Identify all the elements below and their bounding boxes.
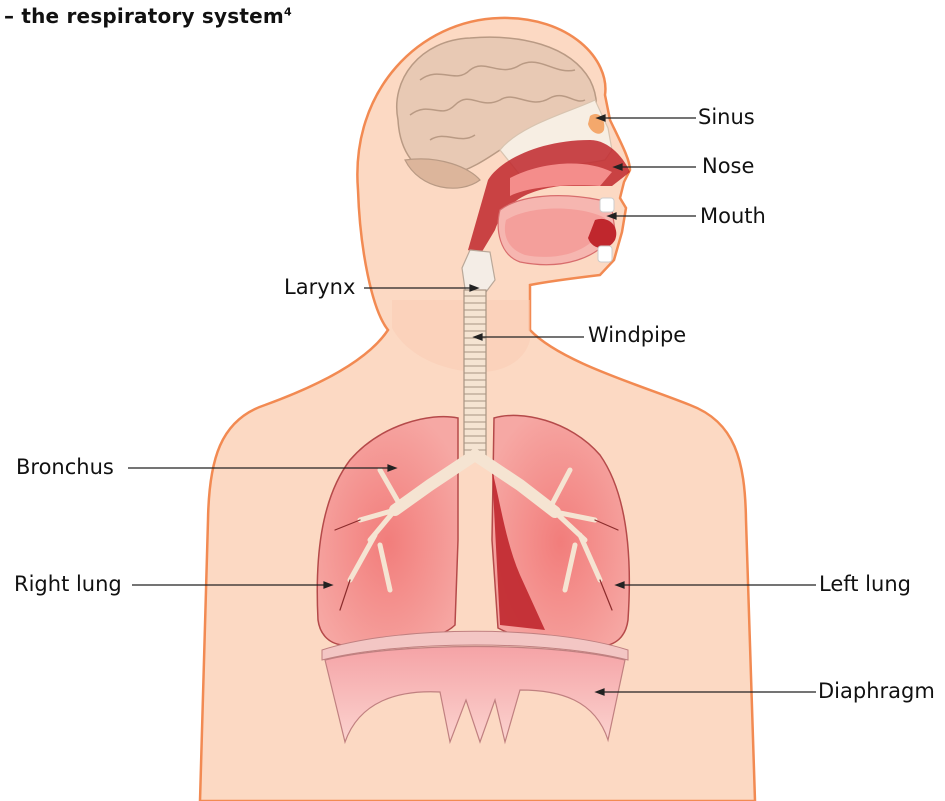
label-windpipe: Windpipe bbox=[588, 325, 686, 346]
label-left-lung: Left lung bbox=[819, 574, 911, 595]
label-right-lung: Right lung bbox=[14, 574, 122, 595]
label-sinus: Sinus bbox=[698, 107, 755, 128]
label-nose: Nose bbox=[702, 156, 754, 177]
label-mouth: Mouth bbox=[700, 206, 766, 227]
label-bronchus: Bronchus bbox=[16, 457, 114, 478]
label-larynx: Larynx bbox=[284, 277, 355, 298]
windpipe bbox=[464, 290, 486, 460]
label-diaphragm: Diaphragm bbox=[818, 681, 935, 702]
